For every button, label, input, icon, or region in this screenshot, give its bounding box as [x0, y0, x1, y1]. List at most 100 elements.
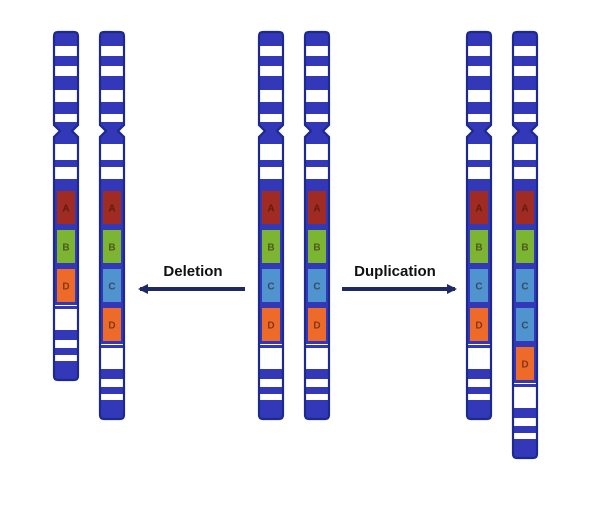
chromosome-bands: ABD [54, 32, 78, 380]
chromosome-outline [98, 30, 126, 421]
gene-d-box [516, 347, 534, 380]
dark-band [467, 56, 491, 66]
dark-band [54, 76, 78, 90]
dark-band [54, 361, 78, 380]
gene-label: B [475, 243, 482, 254]
gene-label: A [108, 204, 115, 215]
dark-band [54, 179, 78, 188]
dark-band [54, 32, 78, 46]
dark-band [513, 140, 537, 144]
dark-band [467, 400, 491, 419]
dark-band [513, 32, 537, 46]
dark-band [100, 76, 124, 90]
chromosome-outline [52, 30, 80, 382]
gene-a-box [470, 191, 488, 224]
gene-label: D [108, 321, 115, 332]
dark-band [100, 345, 124, 348]
dark-band [513, 102, 537, 114]
gene-label: C [267, 282, 274, 293]
dark-band [467, 160, 491, 167]
gene-label: A [62, 204, 69, 215]
dark-band [54, 102, 78, 114]
dark-band [513, 408, 537, 418]
gene-label: C [108, 282, 115, 293]
dark-band [513, 384, 537, 387]
dark-band [54, 330, 78, 340]
gene-c-box [470, 269, 488, 302]
gene-b-box [516, 230, 534, 263]
gene-b-box [470, 230, 488, 263]
dark-band [100, 102, 124, 114]
gene-c-box [516, 308, 534, 341]
gene-b-box [57, 230, 75, 263]
dark-band [305, 400, 329, 419]
dark-band [305, 140, 329, 144]
gene-label: B [313, 243, 320, 254]
gene-label: A [267, 204, 274, 215]
dark-band [259, 400, 283, 419]
gene-label: A [313, 204, 320, 215]
dark-band [305, 102, 329, 114]
dark-band [100, 32, 124, 46]
dark-band [467, 369, 491, 379]
dark-band [54, 306, 78, 309]
dark-band [305, 387, 329, 394]
gene-label: B [267, 243, 274, 254]
dark-band [305, 179, 329, 188]
gene-label: A [475, 204, 482, 215]
chromosome-outline [465, 30, 493, 421]
gene-b-box [262, 230, 280, 263]
gene-a-box [103, 191, 121, 224]
chromosome-outline [303, 30, 331, 421]
dark-band [305, 32, 329, 46]
gene-label: C [313, 282, 320, 293]
gene-b-box [103, 230, 121, 263]
gene-label: D [521, 360, 528, 371]
deletion-label: Deletion [163, 263, 222, 280]
gene-d-box [57, 269, 75, 302]
dark-band [259, 160, 283, 167]
gene-label: D [475, 321, 482, 332]
gene-label: B [521, 243, 528, 254]
gene-label: C [521, 321, 528, 332]
duplication-label: Duplication [354, 263, 436, 280]
dark-band [513, 56, 537, 66]
dark-band [100, 179, 124, 188]
dark-band [305, 76, 329, 90]
gene-label: A [521, 204, 528, 215]
gene-d-box [262, 308, 280, 341]
dark-band [467, 345, 491, 348]
dark-band [54, 348, 78, 355]
dark-band [513, 439, 537, 458]
centromere-band [513, 122, 537, 140]
gene-c-box [516, 269, 534, 302]
dark-band [100, 387, 124, 394]
dark-band [305, 369, 329, 379]
gene-a-box [57, 191, 75, 224]
gene-c-box [262, 269, 280, 302]
dark-band [467, 102, 491, 114]
dark-band [467, 32, 491, 46]
dark-band [513, 426, 537, 433]
gene-a-box [516, 191, 534, 224]
dark-band [467, 76, 491, 90]
dark-band [259, 76, 283, 90]
dark-band [467, 179, 491, 188]
dark-band [259, 102, 283, 114]
dark-band [100, 56, 124, 66]
dark-band [100, 369, 124, 379]
gene-label: D [313, 321, 320, 332]
gene-label: B [108, 243, 115, 254]
centromere-band [467, 122, 491, 140]
centromere-band [54, 122, 78, 140]
centromere-band [100, 122, 124, 140]
chromosome-deletion: ABD [52, 30, 80, 382]
dark-band [54, 140, 78, 144]
